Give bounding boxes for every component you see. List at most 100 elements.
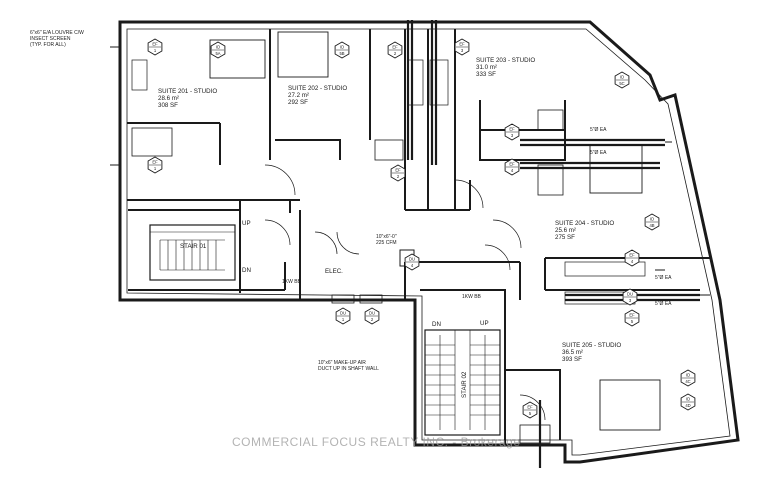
tag-number: 4 <box>411 263 414 268</box>
stair02-label: STAIR 02 <box>461 371 468 398</box>
suite201-area-sf: 308 SF <box>158 102 178 109</box>
tag-number: 3 <box>461 48 464 53</box>
tag-number: 4 <box>511 168 514 173</box>
ea-label: 5"Ø EA <box>655 275 672 281</box>
tag-code: DU <box>409 257 415 262</box>
tag-code: EF <box>509 127 515 132</box>
tag-ef5: EF5 <box>624 309 640 327</box>
tag-ef1: EF1 <box>147 156 163 174</box>
tag-code: DU <box>369 311 375 316</box>
ea-label: 5"Ø EA <box>590 150 607 156</box>
tag-code: EF <box>629 253 635 258</box>
tag-number: 4B <box>649 223 654 228</box>
suite203-name: SUITE 203 - STUDIO <box>476 57 535 64</box>
tag-number: 2 <box>371 317 374 322</box>
stair01-treads <box>150 231 235 271</box>
suite201-name: SUITE 201 - STUDIO <box>158 88 217 95</box>
tag-number: 4D <box>685 403 690 408</box>
makeup-note-line2: DUCT UP IN SHAFT WALL <box>318 366 379 372</box>
tag-number: 5A <box>215 51 220 56</box>
tag-code: ID <box>686 397 690 402</box>
louvre-note-line3: (TYP. FOR ALL) <box>30 42 66 48</box>
tag-ef1: EF1 <box>147 38 163 56</box>
bathtub <box>374 139 404 161</box>
tag-code: EF <box>392 45 398 50</box>
vanity <box>564 261 646 277</box>
duct-shaft-note: 10"x6"-0" 225 CFM <box>376 234 397 246</box>
exterior-wall <box>118 20 740 464</box>
bed <box>209 39 266 79</box>
elec-label: ELEC. <box>325 268 343 275</box>
tag-du3: DU3 <box>622 288 638 306</box>
vanity <box>407 59 424 106</box>
stair01-label: STAIR 01 <box>180 243 207 250</box>
ea-label: 5"Ø EA <box>590 127 607 133</box>
tag-code: EF <box>152 42 158 47</box>
tag-number: 2 <box>397 174 400 179</box>
makeup-note: 10"x6" MAKE-UP AIR DUCT UP IN SHAFT WALL <box>318 360 379 372</box>
tag-code: ID <box>620 75 624 80</box>
duct-shaft-note-line2: 225 CFM <box>376 240 397 246</box>
room-suite203: SUITE 203 - STUDIO 31.0 m² 333 SF <box>476 57 535 78</box>
bathtub <box>537 109 564 131</box>
tag-ef2: EF2 <box>390 164 406 182</box>
tag-code: EF <box>629 313 635 318</box>
louvre-note-line2: INSECT SCREEN <box>30 36 71 42</box>
louvre-note-line1: 6"x6" E/A LOUVRE C/W <box>30 30 84 36</box>
stair01-dn: DN <box>242 267 251 274</box>
tag-number: 5C <box>619 81 624 86</box>
tag-ef2: EF2 <box>387 41 403 59</box>
suite204-area-sf: 275 SF <box>555 234 575 241</box>
tag-du1: DU1 <box>335 307 351 325</box>
partition-2 <box>128 200 710 445</box>
tag-number: 5 <box>529 411 532 416</box>
tag-ef5: EF5 <box>522 401 538 419</box>
suite203-area-sf: 333 SF <box>476 71 496 78</box>
tag-number: 1 <box>154 48 157 53</box>
bathtub <box>519 424 551 444</box>
tag-ef3: EF3 <box>454 38 470 56</box>
bathtub <box>537 164 564 196</box>
kw-label: 1KW BB <box>462 294 482 300</box>
bed <box>599 379 661 431</box>
louvre-box <box>331 294 355 304</box>
tag-code: ID <box>216 45 220 50</box>
tag-number: 1 <box>154 166 157 171</box>
suite205-name: SUITE 205 - STUDIO <box>562 342 621 349</box>
tag-code: EF <box>459 42 465 47</box>
stair02-outline <box>424 329 501 436</box>
exterior-wall-inner <box>126 28 731 456</box>
tag-code: DU <box>627 292 633 297</box>
vanity <box>429 59 449 106</box>
suite204-name: SUITE 204 - STUDIO <box>555 220 614 227</box>
tag-number: 5 <box>631 319 634 324</box>
suite205-area-m2: 36.5 m² <box>562 349 583 356</box>
tag-number: 5B <box>339 51 344 56</box>
bathtub <box>131 127 173 157</box>
tag-code: ID <box>686 373 690 378</box>
room-suite205: SUITE 205 - STUDIO 36.5 m² 393 SF <box>562 342 621 363</box>
stair01-up: UP <box>242 220 251 227</box>
room-suite204: SUITE 204 - STUDIO 25.6 m² 275 SF <box>555 220 614 241</box>
louvre-box <box>359 294 383 304</box>
tag-number: 3 <box>629 298 632 303</box>
room-suite201: SUITE 201 - STUDIO 28.6 m² 308 SF <box>158 88 217 109</box>
kw-label: 1KW BB <box>282 279 302 285</box>
tag-number: 2 <box>394 51 397 56</box>
bed <box>277 31 329 78</box>
suite205-area-sf: 393 SF <box>562 356 582 363</box>
ea-label: 5"Ø EA <box>655 301 672 307</box>
tag-code: EF <box>527 405 533 410</box>
room-suite202: SUITE 202 - STUDIO 27.2 m² 292 SF <box>288 85 347 106</box>
tag-code: EF <box>509 162 515 167</box>
tag-code: EF <box>395 168 401 173</box>
tag-number: 1 <box>342 317 345 322</box>
suite204-area-m2: 25.6 m² <box>555 227 576 234</box>
tag-number: 3 <box>511 133 514 138</box>
suite203-area-m2: 31.0 m² <box>476 64 497 71</box>
